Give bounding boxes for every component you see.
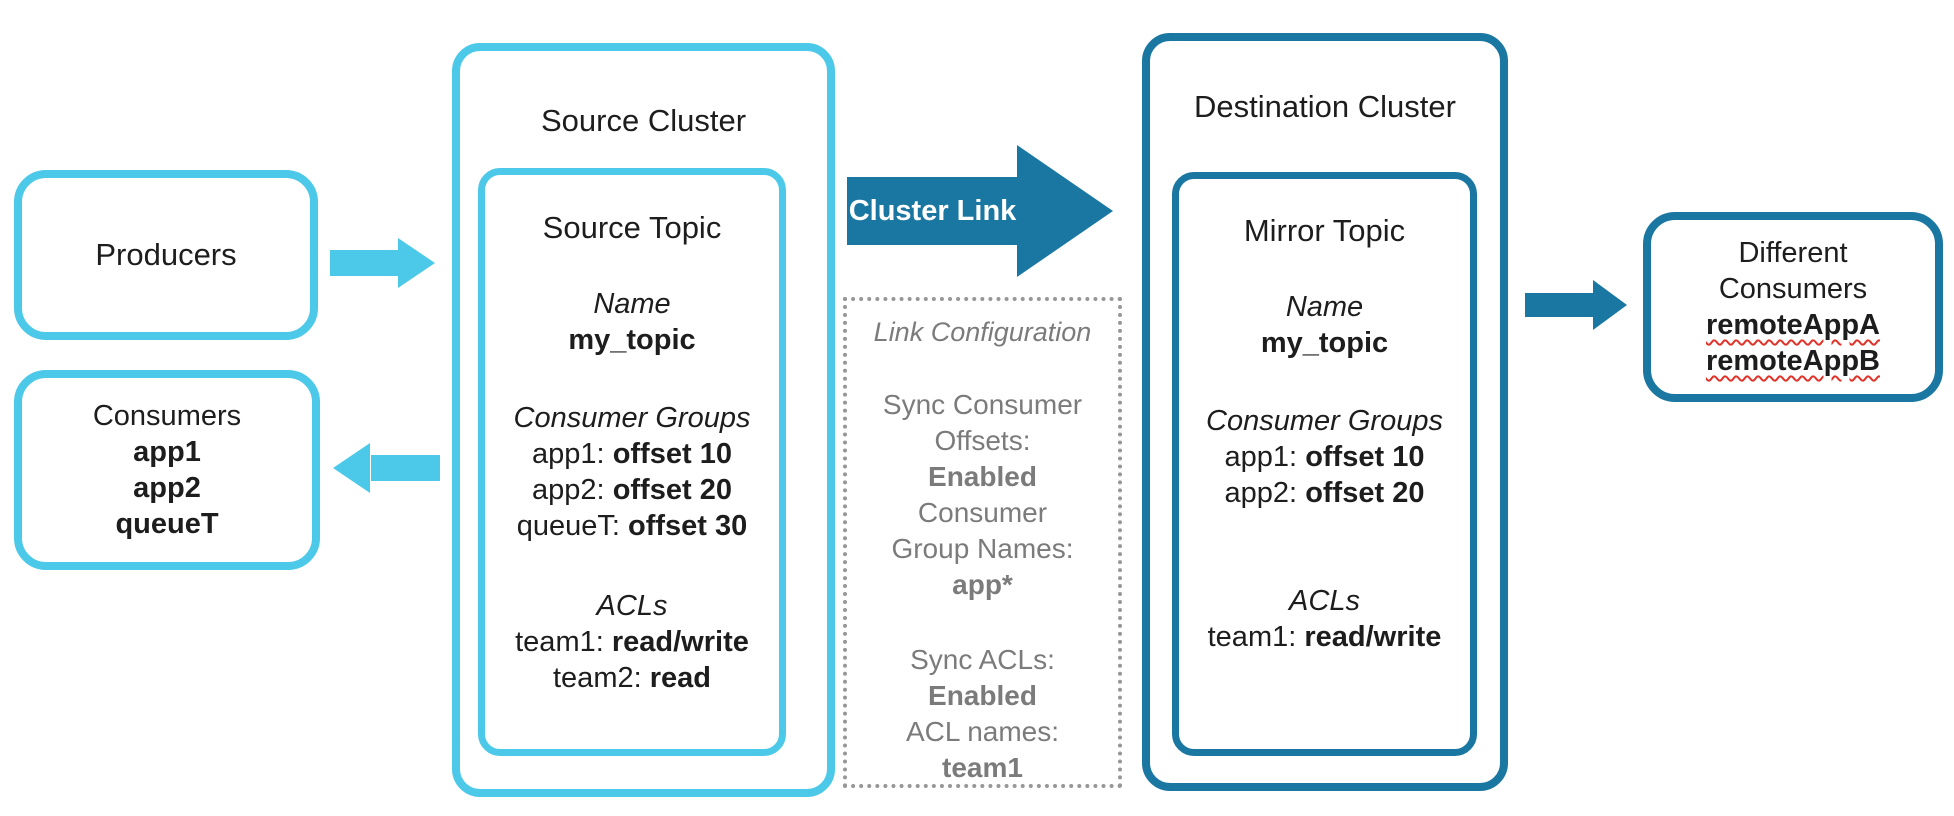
name-value: my_topic bbox=[1260, 327, 1389, 359]
consumer-item: queueT bbox=[115, 508, 219, 540]
spacer bbox=[485, 246, 779, 286]
group-names-label-line: Group Names: bbox=[891, 533, 1074, 564]
acls-label: ACLs bbox=[596, 590, 668, 622]
group-offset: offset 20 bbox=[612, 474, 732, 506]
sync-offsets-label-line: Sync Consumer bbox=[882, 389, 1083, 420]
acl-names-label: ACL names: bbox=[905, 716, 1060, 747]
arrow-body bbox=[371, 455, 440, 481]
source-topic-box: Source Topic Name my_topic Consumer Grou… bbox=[478, 168, 786, 756]
mirror-topic-content: Mirror Topic Name my_topic Consumer Grou… bbox=[1179, 179, 1470, 655]
arrow-head-icon bbox=[1593, 280, 1627, 330]
cluster-link-arrow: Cluster Link bbox=[847, 145, 1113, 277]
group-offset: offset 30 bbox=[628, 510, 748, 542]
sync-acls-label: Sync ACLs: bbox=[910, 644, 1055, 675]
destination-cluster-title: Destination Cluster bbox=[1194, 89, 1456, 124]
arrow-head-icon bbox=[1017, 145, 1113, 277]
consumer-group-row: app1: offset 10 bbox=[485, 436, 779, 472]
group-names-label-line: Consumer bbox=[917, 497, 1048, 528]
arrow-body bbox=[1525, 293, 1594, 317]
consumers-title: Consumers bbox=[92, 400, 242, 432]
source-topic-content: Source Topic Name my_topic Consumer Grou… bbox=[485, 175, 779, 696]
consumer-group-row: app2: offset 20 bbox=[485, 472, 779, 508]
acl-name: team2: bbox=[553, 662, 642, 694]
consumer-group-row: queueT: offset 30 bbox=[485, 508, 779, 544]
producers-label: Producers bbox=[95, 237, 237, 272]
spacer bbox=[485, 358, 779, 400]
acl-name: team1: bbox=[1207, 621, 1297, 653]
spacer bbox=[1179, 511, 1470, 583]
group-name: app1: bbox=[1224, 441, 1298, 473]
different-consumers-box: Different Consumers remoteAppA remoteApp… bbox=[1643, 212, 1943, 402]
name-value: my_topic bbox=[568, 324, 696, 356]
remote-consumer-item: remoteAppB bbox=[1705, 345, 1880, 377]
consumer-groups-label: Consumer Groups bbox=[513, 402, 751, 434]
acl-row: team1: read/write bbox=[1179, 619, 1470, 655]
consumer-item: app1 bbox=[133, 436, 201, 468]
link-configuration-title: Link Configuration bbox=[873, 317, 1092, 347]
group-name: queueT: bbox=[516, 510, 620, 542]
consumers-box: Consumers app1 app2 queueT bbox=[14, 370, 320, 570]
spacer bbox=[1179, 361, 1470, 403]
group-name: app2: bbox=[1224, 477, 1298, 509]
cluster-link-label: Cluster Link bbox=[848, 194, 1017, 227]
destination-to-consumers-arrow-icon bbox=[1525, 280, 1627, 330]
group-offset: offset 20 bbox=[1305, 477, 1425, 509]
group-name: app1: bbox=[532, 438, 605, 470]
spacer bbox=[1179, 249, 1470, 289]
acl-row: team2: read bbox=[485, 660, 779, 696]
acl-row: team1: read/write bbox=[485, 624, 779, 660]
mirror-topic-box: Mirror Topic Name my_topic Consumer Grou… bbox=[1172, 172, 1477, 756]
arrow-head-icon bbox=[333, 443, 370, 493]
cluster-link-arrow-body: Cluster Link bbox=[847, 177, 1018, 245]
group-offset: offset 10 bbox=[1305, 441, 1425, 473]
producers-to-source-arrow-icon bbox=[330, 238, 435, 288]
acl-permission: read/write bbox=[1304, 621, 1442, 653]
acl-permission: read/write bbox=[611, 626, 749, 658]
spacer bbox=[847, 349, 1118, 387]
source-to-consumers-arrow-icon bbox=[333, 443, 440, 493]
consumer-groups-label: Consumer Groups bbox=[1206, 405, 1443, 437]
acl-permission: read bbox=[649, 662, 711, 694]
mirror-topic-title: Mirror Topic bbox=[1243, 213, 1406, 248]
sync-offsets-label-line: Offsets: bbox=[934, 425, 1031, 456]
acls-label: ACLs bbox=[1289, 585, 1360, 617]
name-label: Name bbox=[1285, 291, 1364, 323]
sync-acls-value: Enabled bbox=[928, 680, 1037, 711]
producers-box: Producers bbox=[14, 170, 318, 340]
consumer-group-row: app2: offset 20 bbox=[1179, 475, 1470, 511]
source-cluster-title: Source Cluster bbox=[540, 103, 747, 138]
consumer-item: app2 bbox=[133, 472, 201, 504]
different-consumers-title-line: Different bbox=[1738, 237, 1848, 269]
arrow-head-icon bbox=[398, 238, 435, 288]
group-offset: offset 10 bbox=[612, 438, 732, 470]
source-topic-title: Source Topic bbox=[542, 210, 722, 245]
group-name: app2: bbox=[532, 474, 605, 506]
remote-consumer-item: remoteAppA bbox=[1705, 309, 1880, 341]
spacer bbox=[847, 603, 1118, 642]
link-configuration-box: Link Configuration Sync Consumer Offsets… bbox=[843, 297, 1122, 788]
name-label: Name bbox=[593, 288, 671, 320]
acl-name: team1: bbox=[515, 626, 604, 658]
consumer-group-row: app1: offset 10 bbox=[1179, 439, 1470, 475]
different-consumers-title-line: Consumers bbox=[1718, 273, 1868, 305]
spacer bbox=[485, 544, 779, 588]
sync-offsets-value: Enabled bbox=[928, 461, 1037, 492]
arrow-body bbox=[330, 250, 399, 276]
group-names-value: app* bbox=[952, 569, 1013, 600]
acl-names-value: team1 bbox=[942, 752, 1023, 783]
